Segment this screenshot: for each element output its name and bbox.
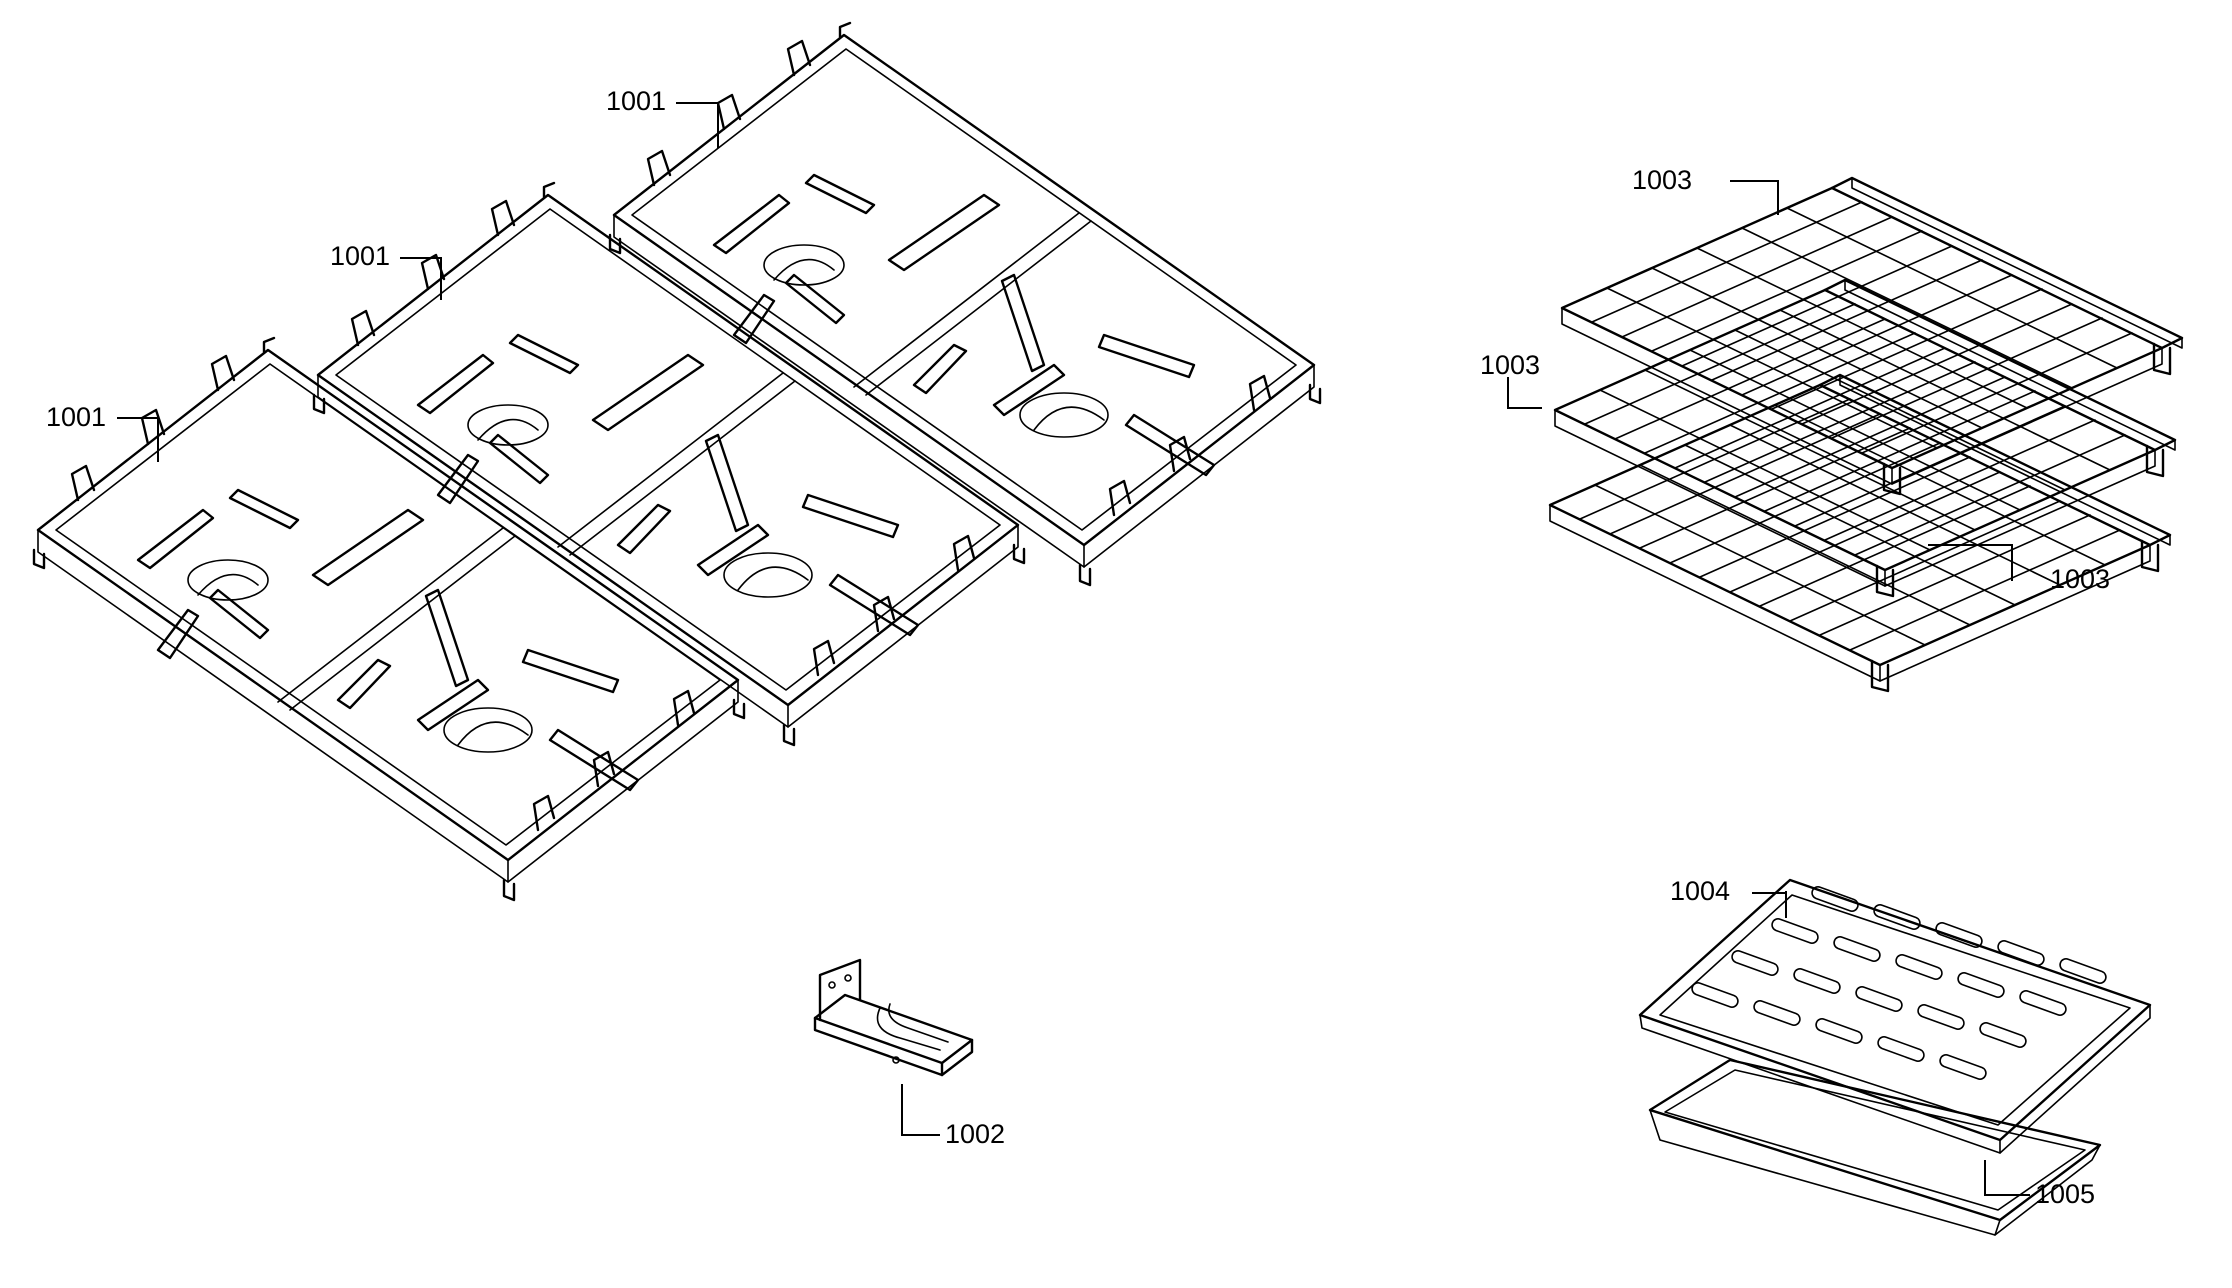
broiler-slot bbox=[1997, 940, 2045, 966]
burner-grate-front bbox=[32, 336, 746, 902]
label-broiler-pan: 1005 bbox=[2035, 1179, 2096, 1209]
label-bracket: 1002 bbox=[945, 1119, 1006, 1149]
broiler-slot bbox=[1691, 982, 1739, 1008]
broiler-slot bbox=[1877, 1036, 1925, 1062]
label-grate-middle: 1001 bbox=[330, 241, 391, 271]
broiler-slot bbox=[1895, 954, 1943, 980]
broiler-slot bbox=[1753, 1000, 1801, 1026]
broiler-slot bbox=[1873, 904, 1921, 930]
label-broiler-insert: 1004 bbox=[1670, 876, 1731, 906]
label-grate-back: 1001 bbox=[606, 86, 667, 116]
broiler-insert bbox=[1638, 878, 2152, 1154]
broiler-slot bbox=[2059, 958, 2107, 984]
broiler-slot bbox=[1815, 1018, 1863, 1044]
broiler-slot bbox=[1811, 886, 1859, 912]
broiler-slot bbox=[1855, 986, 1903, 1012]
label-grate-front: 1001 bbox=[46, 402, 107, 432]
label-rack-top: 1003 bbox=[1632, 165, 1693, 195]
broiler-slot bbox=[1935, 922, 1983, 948]
broiler-insert-slots bbox=[1691, 886, 2107, 1080]
broiler-slot bbox=[1979, 1022, 2027, 1048]
mounting-bracket bbox=[813, 958, 974, 1077]
broiler-slot bbox=[2019, 990, 2067, 1016]
broiler-slot bbox=[1793, 968, 1841, 994]
broiler-pan bbox=[1648, 1058, 2102, 1236]
broiler-slot bbox=[1939, 1054, 1987, 1080]
broiler-slot bbox=[1833, 936, 1881, 962]
oven-rack-top bbox=[1560, 176, 2184, 496]
broiler-slot bbox=[1917, 1004, 1965, 1030]
oven-rack-bottom bbox=[1548, 373, 2172, 693]
leader-lines bbox=[117, 102, 2030, 1196]
label-rack-middle: 1003 bbox=[1480, 350, 1541, 380]
burner-grate-middle bbox=[312, 181, 1026, 747]
label-rack-bottom: 1003 bbox=[2050, 564, 2111, 594]
broiler-slot bbox=[1731, 950, 1779, 976]
broiler-slot bbox=[1957, 972, 2005, 998]
broiler-slot bbox=[1771, 918, 1819, 944]
